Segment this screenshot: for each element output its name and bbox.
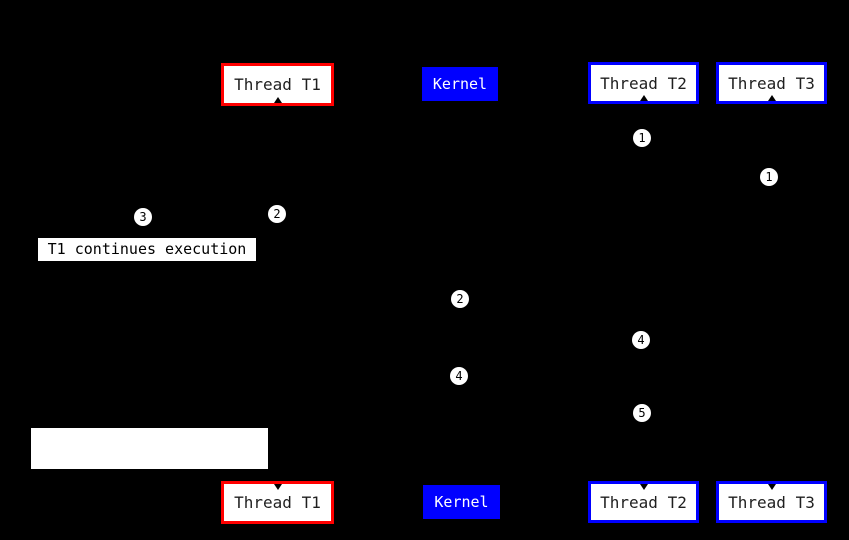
participant-thread-t1-label: Thread T1 bbox=[234, 493, 321, 512]
step-marker: 2 bbox=[268, 205, 286, 223]
participant-thread-t2-label: Thread T2 bbox=[600, 492, 687, 512]
participant-thread-t1-label: Thread T1 bbox=[234, 75, 321, 94]
participant-thread-t2-top: Thread T2 bbox=[588, 62, 699, 104]
participant-thread-t3-label: Thread T3 bbox=[728, 73, 815, 93]
lifeline-notch bbox=[767, 484, 776, 490]
participant-thread-t1-top: Thread T1 bbox=[221, 63, 334, 106]
participant-thread-t3-label: Thread T3 bbox=[728, 492, 815, 512]
participant-kernel-label: Kernel bbox=[432, 75, 488, 93]
blank-note-box bbox=[31, 428, 268, 469]
participant-thread-t3-top: Thread T3 bbox=[716, 62, 827, 104]
participant-thread-t3-bottom: Thread T3 bbox=[716, 481, 827, 523]
participant-thread-t2-bottom: Thread T2 bbox=[588, 481, 699, 523]
step-marker: 2 bbox=[451, 290, 469, 308]
step-marker: 5 bbox=[633, 404, 651, 422]
step-marker: 4 bbox=[450, 367, 468, 385]
note-t1-continues-execution: T1 continues execution bbox=[37, 237, 257, 262]
participant-kernel-bottom: Kernel bbox=[423, 485, 500, 519]
step-marker: 3 bbox=[134, 208, 152, 226]
step-marker: 4 bbox=[632, 331, 650, 349]
lifeline-notch bbox=[273, 484, 282, 490]
lifeline-notch bbox=[273, 97, 282, 103]
participant-thread-t1-bottom: Thread T1 bbox=[221, 481, 334, 524]
step-marker: 1 bbox=[633, 129, 651, 147]
lifeline-notch bbox=[639, 484, 648, 490]
participant-kernel-label: Kernel bbox=[434, 493, 489, 511]
participant-kernel-top: Kernel bbox=[422, 67, 498, 101]
participant-thread-t2-label: Thread T2 bbox=[600, 73, 687, 93]
step-marker: 1 bbox=[760, 168, 778, 186]
lifeline-notch bbox=[767, 95, 776, 101]
lifeline-notch bbox=[639, 95, 648, 101]
